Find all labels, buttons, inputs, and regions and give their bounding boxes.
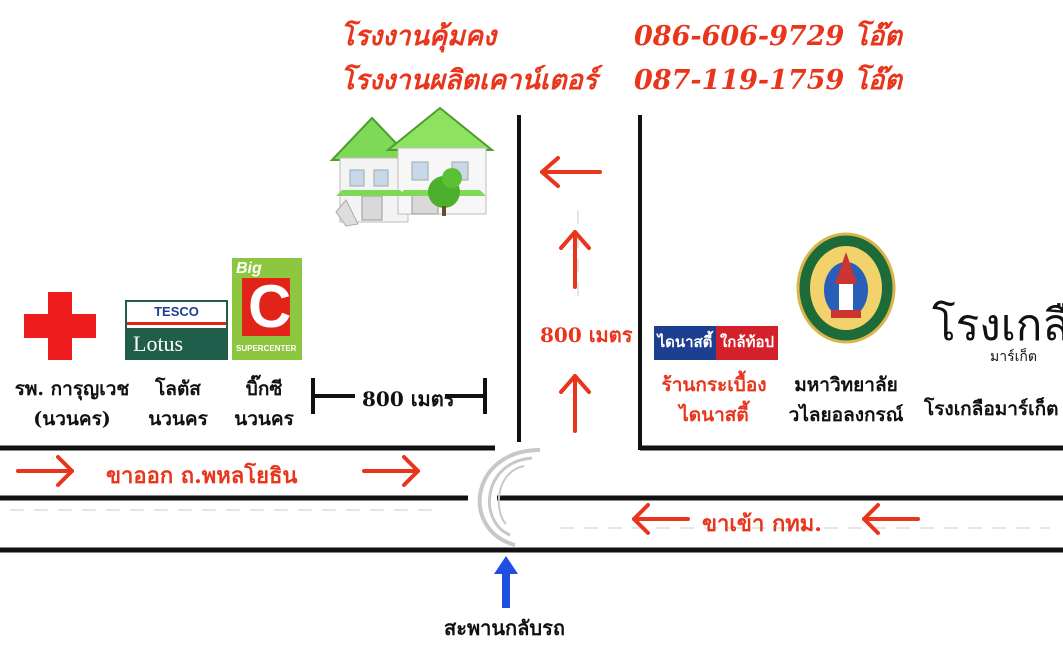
arrow-left-inbound-1: [632, 503, 690, 535]
dynasty-tile-logo: ไดนาสตี้ ใกล้ท้อป: [654, 326, 778, 360]
u-turn-bridge-label: สะพานกลับรถ: [444, 616, 565, 640]
university-label-line2: วไลยอลงกรณ์: [788, 404, 904, 426]
bigc-logo-c: C: [248, 273, 292, 340]
tile-shop-label-line1: ร้านกระเบื้อง: [661, 374, 767, 396]
bigc-label-line2: นวนคร: [234, 408, 294, 430]
arrow-right-outbound-2: [362, 455, 420, 487]
hospital-cross-icon: [24, 292, 96, 360]
arrow-left-to-factory: [540, 156, 602, 188]
road-lines: [0, 115, 1063, 553]
distance-horizontal: 800 เมตร: [362, 387, 455, 411]
hospital-label-line2: (นวนคร): [33, 408, 111, 430]
market-logo-main: โรงเกลือ: [932, 300, 1063, 351]
lotus-label-line1: โลตัส: [155, 378, 201, 400]
phone-number-1[interactable]: 086-606-9729 โอ๊ต: [634, 21, 902, 52]
arrow-up-lower: [559, 374, 591, 433]
tile-shop-label: ร้านกระเบื้อง ไดนาสตี้: [652, 370, 776, 430]
arrow-left-inbound-2: [862, 503, 920, 535]
lotus-logo-text: Lotus: [133, 331, 184, 356]
bigc-logo-big: Big: [236, 260, 262, 277]
phone-number-2[interactable]: 087-119-1759 โอ๊ต: [634, 65, 902, 96]
u-turn-bridge: [477, 448, 541, 547]
arrow-right-outbound-1: [16, 455, 74, 487]
hospital-label: รพ. การุญเวช (นวนคร): [12, 374, 132, 434]
distance-bracket: [311, 378, 487, 414]
factory-house-icon: [329, 106, 495, 227]
university-label-line1: มหาวิทยาลัย: [794, 374, 898, 396]
bigc-label-line1: บิ๊กซี: [245, 378, 283, 400]
lotus-label: โลตัส นวนคร: [140, 374, 216, 434]
bigc-logo: Big C SUPERCENTER: [232, 258, 302, 360]
arrow-up-blue: [494, 556, 518, 608]
dynasty-logo-left: ไดนาสตี้: [654, 326, 716, 360]
factory-name: โรงงานคุ้มคง: [340, 21, 497, 52]
hospital-label-line1: รพ. การุญเวช: [14, 378, 130, 400]
market-label: โรงเกลือมาร์เก็ต: [924, 398, 1059, 420]
road-label-inbound: ขาเข้า กทม.: [702, 511, 822, 537]
road-label-outbound: ขาออก ถ.พหลโยธิน: [106, 463, 298, 489]
factory-description: โรงงานผลิตเคาน์เตอร์: [340, 65, 598, 96]
university-seal-icon: [795, 232, 897, 344]
distance-vertical: 800 เมตร: [540, 323, 633, 347]
tesco-logo-text: TESCO: [154, 304, 199, 319]
tile-shop-label-line2: ไดนาสตี้: [679, 404, 749, 426]
arrow-up-upper: [559, 230, 591, 289]
bigc-logo-sub: SUPERCENTER: [236, 344, 297, 353]
tesco-lotus-logo: TESCO Lotus: [125, 300, 228, 360]
dynasty-logo-right: ใกล้ท้อป: [716, 326, 778, 360]
lotus-label-line2: นวนคร: [148, 408, 208, 430]
bigc-label: บิ๊กซี นวนคร: [226, 374, 302, 434]
university-label: มหาวิทยาลัย วไลยอลงกรณ์: [786, 370, 906, 430]
market-logo-sub: มาร์เก็ต: [990, 349, 1037, 365]
